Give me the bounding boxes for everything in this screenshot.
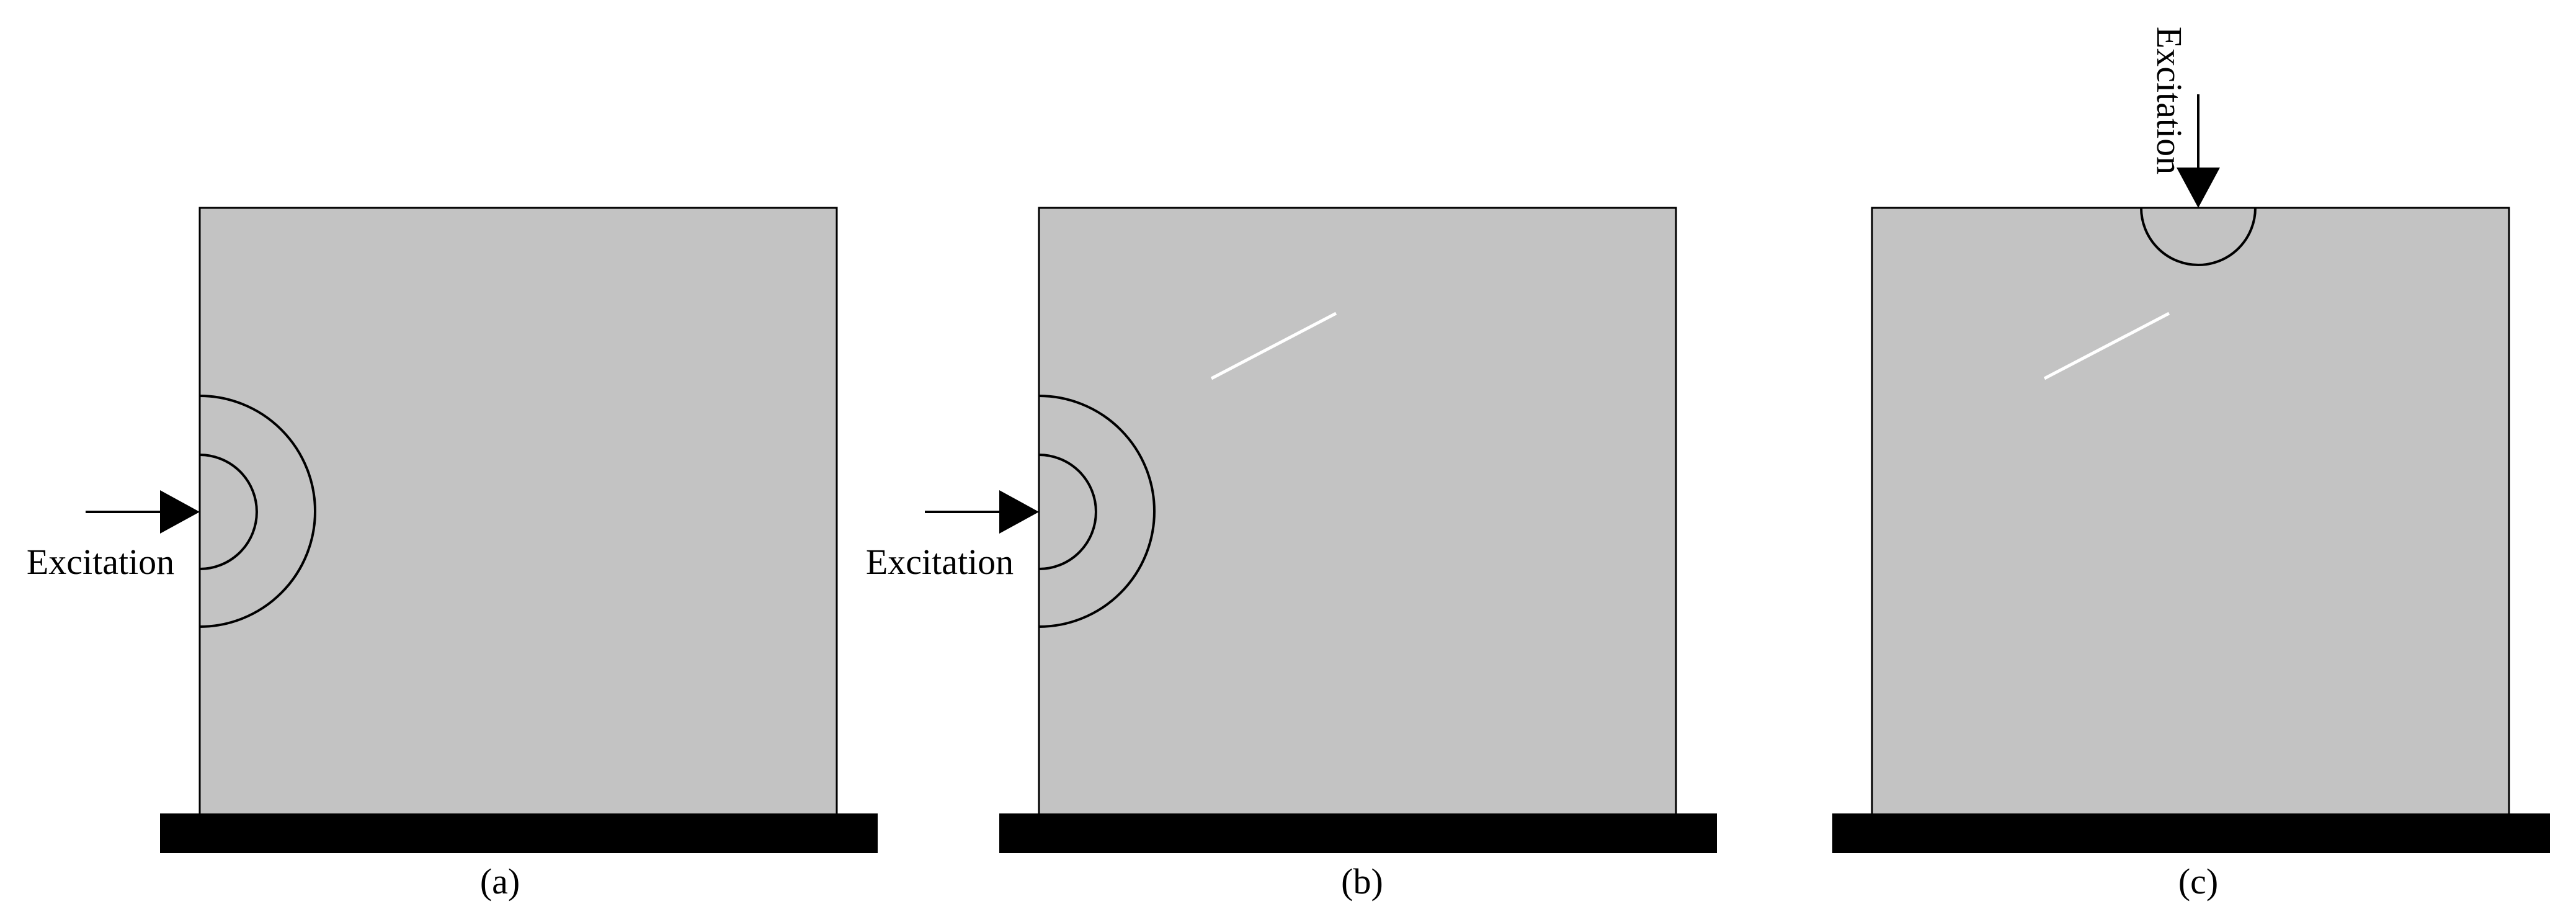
excitation-arrow-head	[999, 490, 1039, 534]
wavefront-inner	[1038, 454, 1097, 570]
specimen-block	[1871, 207, 2510, 816]
wavefront	[2140, 207, 2257, 266]
crack	[2043, 311, 2170, 380]
base-plate	[160, 813, 878, 853]
base-plate	[1832, 813, 2550, 853]
excitation-arrow-head	[2177, 168, 2220, 208]
wavefront-outer	[1038, 395, 1156, 628]
panel-c: Excitation (c)	[1832, 27, 2550, 902]
excitation-arrow-head	[160, 490, 200, 534]
panel-caption: (b)	[1341, 861, 1383, 902]
excitation-label: Excitation	[2149, 27, 2190, 174]
panel-b: Excitation (b)	[866, 207, 1717, 902]
panel-caption: (c)	[2178, 861, 2218, 902]
excitation-label: Excitation	[866, 542, 1014, 582]
specimen-block	[1038, 207, 1677, 816]
wavefront-inner	[199, 454, 258, 570]
panel-a: Excitation (a)	[27, 207, 878, 902]
panel-caption: (a)	[480, 861, 520, 902]
excitation-label: Excitation	[27, 542, 174, 582]
wavefront-outer	[199, 395, 316, 628]
base-plate	[999, 813, 1717, 853]
specimen-block	[198, 207, 838, 816]
crack	[1210, 311, 1337, 380]
